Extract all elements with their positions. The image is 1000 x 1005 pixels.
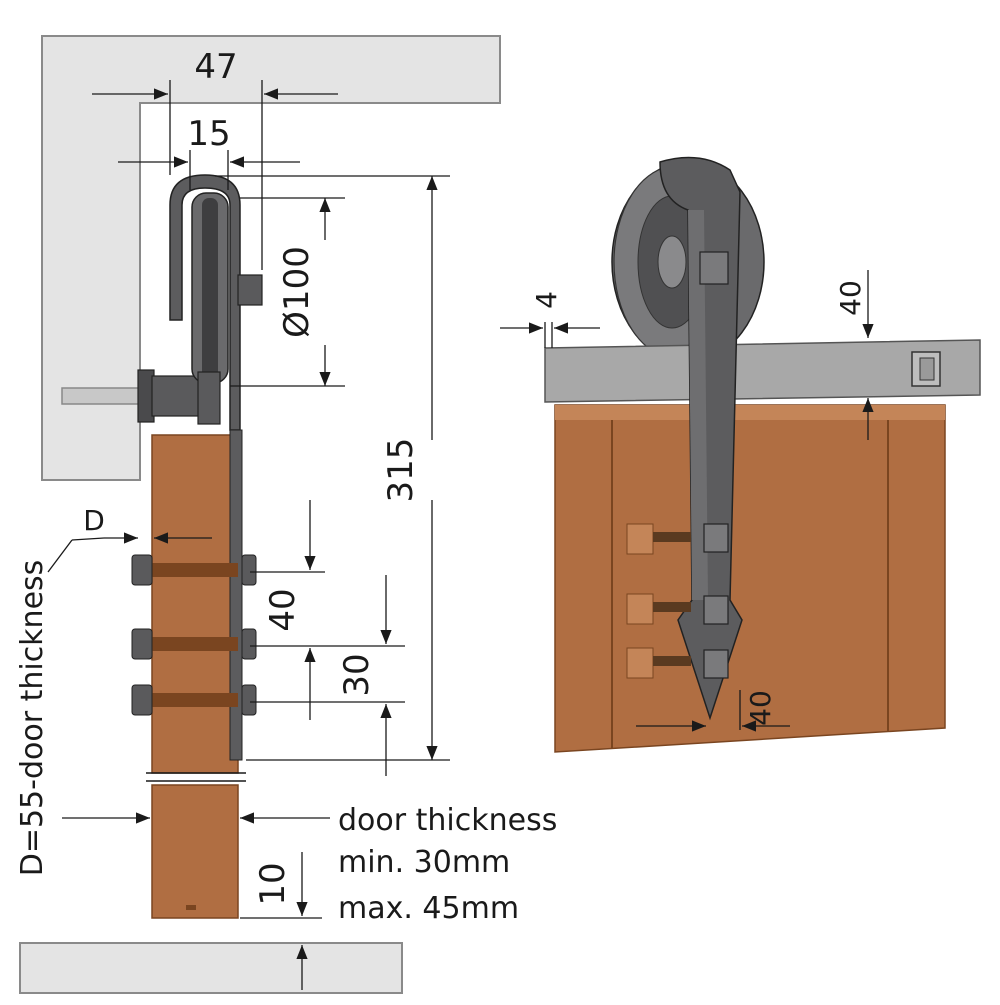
dim-rail-thickness: 4 xyxy=(530,291,563,309)
bolt-nuts xyxy=(131,554,257,716)
wall-section xyxy=(41,35,501,481)
dim-bottom-gap: 10 xyxy=(253,862,293,905)
side-dimension-lines xyxy=(47,80,450,990)
dim-bolt-spacing-lower: 30 xyxy=(337,653,377,696)
label-d-formula: D=55-door thickness xyxy=(15,560,50,877)
hanger-strap-front xyxy=(659,156,743,721)
dim-bolt-spacing-upper: 40 xyxy=(263,588,303,631)
dim-hanger-width: 15 xyxy=(187,114,230,154)
note-door-thickness: door thickness xyxy=(338,803,557,838)
floor-section xyxy=(19,942,403,994)
side-view: 47 15 Ø100 315 40 30 10 D D=55-door thic… xyxy=(15,35,557,994)
bolts-front xyxy=(626,523,691,679)
label-d: D xyxy=(83,504,105,537)
dim-rail-height: 40 xyxy=(834,280,867,316)
note-min: min. 30mm xyxy=(338,845,510,880)
dim-wheel-diameter: Ø100 xyxy=(277,246,317,338)
door-side-lower xyxy=(151,784,239,919)
dim-strap-width: 40 xyxy=(744,690,777,726)
front-dimension-lines xyxy=(500,270,874,732)
wheel-side xyxy=(191,192,229,384)
door-side-upper xyxy=(151,429,243,774)
rail-front xyxy=(544,339,981,403)
dim-top-width: 47 xyxy=(194,47,237,87)
dim-total-height: 315 xyxy=(381,438,421,503)
note-max: max. 45mm xyxy=(338,891,519,926)
front-view: 4 40 40 xyxy=(500,156,981,753)
wall-bolt xyxy=(61,387,143,405)
